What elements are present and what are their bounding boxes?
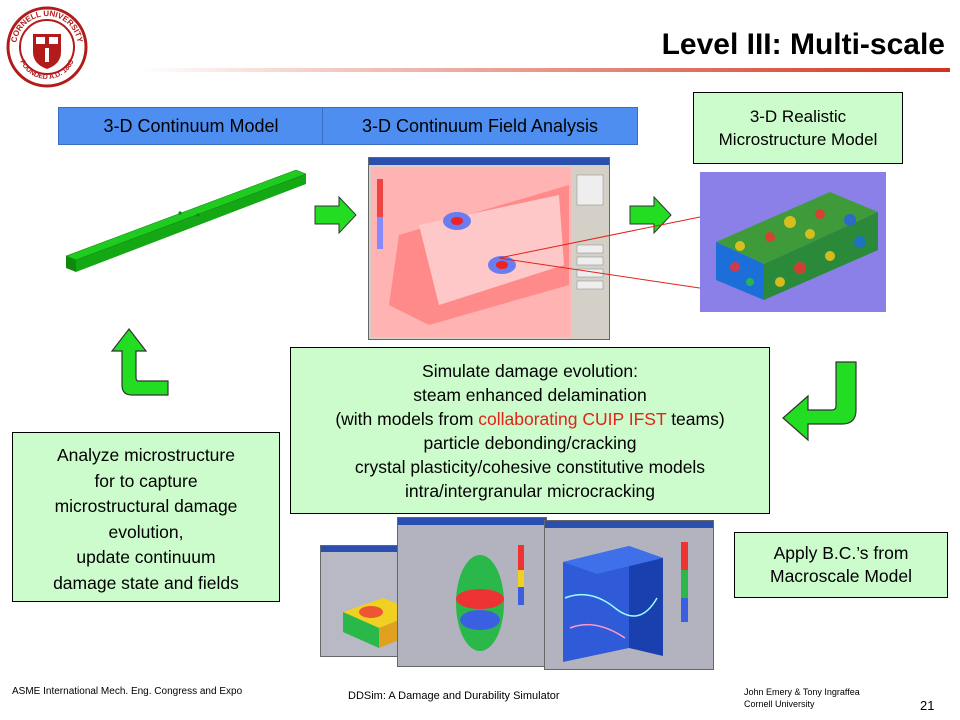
simulate-line6: intra/intergranular microcracking [405, 481, 655, 501]
page-number: 21 [920, 698, 935, 713]
slide-title: Level III: Multi-scale [661, 28, 945, 61]
realistic-line2: Microstructure Model [718, 130, 878, 149]
zoom-connector-lines [498, 215, 714, 291]
simulate-line3: (with models from collaborating CUIP IFS… [291, 407, 769, 431]
realistic-line1: 3-D Realistic [749, 107, 847, 126]
arrow-right-icon [314, 195, 357, 235]
analyze-line4: evolution, [108, 521, 184, 542]
footer-authors-line1: John Emery & Tony Ingraffea [744, 687, 860, 697]
continuum-model-label: 3-D Continuum Model [58, 107, 324, 145]
analyze-microstructure-box: Analyze microstructure for to capture mi… [12, 432, 280, 602]
analyze-line3: microstructural damage [54, 496, 238, 516]
realistic-microstructure-box: 3-D Realistic Microstructure Model [693, 92, 903, 164]
curved-arrow-up-icon [110, 328, 169, 396]
apply-line1: Apply B.C.’s from [773, 543, 909, 563]
curved-arrow-left-icon [782, 361, 857, 442]
analyze-line1: Analyze microstructure [57, 445, 235, 465]
analyze-line2: for to capture [94, 470, 198, 491]
simulate-damage-box: Simulate damage evolution: steam enhance… [290, 347, 770, 514]
analyze-line6: damage state and fields [53, 572, 239, 593]
apply-bc-box: Apply B.C.’s from Macroscale Model [734, 532, 948, 598]
simulate-line4: particle debonding/cracking [423, 433, 637, 453]
analyze-line5: update continuum [76, 547, 216, 567]
microstructure-model-image [700, 172, 886, 312]
title-underline [140, 68, 950, 72]
cornell-seal-logo: CORNELL UNIVERSITY FOUNDED A.D. 1865 [6, 6, 88, 88]
simulate-line3-pre: (with models from [335, 409, 479, 429]
simulate-line1: Simulate damage evolution: [422, 361, 638, 381]
continuum-beam-model [65, 169, 307, 272]
simulation-screenshot-3 [544, 520, 714, 670]
apply-line2: Macroscale Model [770, 566, 912, 586]
collaborating-teams-text: collaborating CUIP IFST [478, 409, 667, 429]
simulate-line5: crystal plasticity/cohesive constitutive… [354, 457, 706, 477]
simulation-screenshot-2 [397, 517, 547, 667]
footer-authors: John Emery & Tony Ingraffea Cornell Univ… [744, 686, 860, 710]
field-analysis-label: 3-D Continuum Field Analysis [322, 107, 638, 145]
simulate-line2: steam enhanced delamination [413, 385, 647, 405]
footer-project: DDSim: A Damage and Durability Simulator [348, 690, 560, 702]
arrow-right-icon-2 [629, 195, 672, 235]
simulate-line3-post: teams) [666, 409, 725, 429]
footer-conference: ASME International Mech. Eng. Congress a… [12, 686, 243, 697]
footer-authors-line2: Cornell University [744, 699, 815, 709]
field-analysis-screenshot [368, 157, 610, 340]
